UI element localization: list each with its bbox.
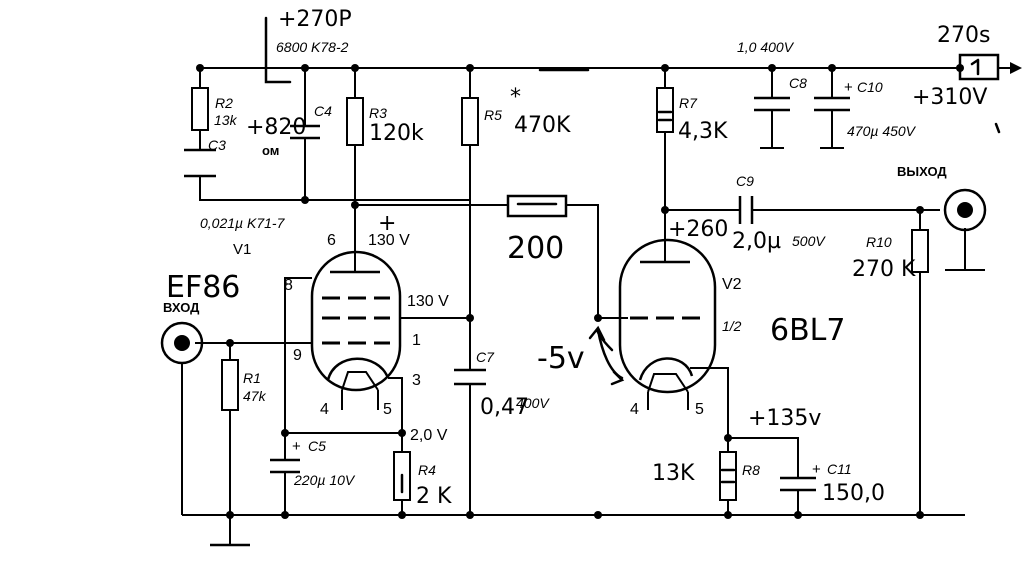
r8-ref: R8 bbox=[742, 462, 760, 478]
c7-hand-value: 0,47 bbox=[480, 395, 529, 420]
r2-ref: R2 bbox=[215, 95, 233, 111]
c10-plus: + bbox=[844, 79, 853, 96]
resistor-r10 bbox=[911, 229, 929, 273]
tube-v2 bbox=[598, 238, 717, 394]
c3-ref: C3 bbox=[208, 137, 226, 153]
r10-value: 270 K bbox=[852, 257, 916, 282]
input-jack[interactable] bbox=[160, 321, 204, 365]
v1-pin-4: 4 bbox=[320, 401, 329, 418]
series-resistor-value: 200 bbox=[507, 231, 564, 266]
v2-pin-5: 5 bbox=[695, 401, 704, 418]
v1-anode-plus-mark: + bbox=[378, 211, 396, 236]
junctions bbox=[196, 64, 924, 519]
r2-value: 13k bbox=[214, 112, 238, 128]
resistor-r2 bbox=[191, 87, 209, 131]
r1-ref: R1 bbox=[243, 370, 261, 386]
v1-ref: V1 bbox=[233, 241, 251, 258]
c10-value: 470µ 450V bbox=[847, 123, 917, 139]
c11-ref: C11 bbox=[827, 461, 852, 477]
r3-value: 120k bbox=[369, 121, 424, 146]
output-label: ВЫХОД bbox=[897, 164, 947, 179]
v1-anode-voltage: 130 V bbox=[368, 232, 410, 249]
v1-pin-5: 5 bbox=[383, 401, 392, 418]
v2-type: 6BL7 bbox=[770, 313, 845, 348]
capacitor-c11 bbox=[780, 476, 816, 492]
v1-pin-6: 6 bbox=[327, 232, 336, 249]
c8-value: 1,0 400V bbox=[737, 39, 795, 55]
v1-pin-9: 9 bbox=[293, 347, 302, 364]
c7-ref: C7 bbox=[476, 349, 495, 365]
resistor-r7 bbox=[656, 87, 674, 133]
c7-value: 400V bbox=[516, 395, 550, 411]
resistor-r8 bbox=[719, 451, 737, 501]
v2-grid-voltage: -5v bbox=[537, 341, 585, 376]
v1-screen-voltage: 130 V bbox=[407, 293, 449, 310]
c4-value: 6800 K78-2 bbox=[276, 39, 349, 55]
labels: V1 EF86 6 8 9 1 3 4 5 130 V + 130 V 2,0 … bbox=[163, 7, 990, 509]
r4-value: 2 K bbox=[416, 484, 452, 509]
v2-anode-voltage: +260 bbox=[668, 217, 728, 242]
supply-voltage: +310V bbox=[912, 85, 987, 110]
capacitor-c5 bbox=[270, 458, 300, 474]
fuse-label: 270s bbox=[937, 23, 990, 48]
r5-value: 470K bbox=[514, 113, 571, 138]
r7-value: 4,3K bbox=[678, 119, 728, 144]
resistor-r4 bbox=[393, 451, 411, 501]
c5-ref: C5 bbox=[308, 438, 326, 454]
capacitor-c9 bbox=[738, 196, 754, 224]
hand-annotations bbox=[264, 16, 1001, 386]
resistor-r3 bbox=[346, 97, 364, 146]
capacitor-c3 bbox=[184, 148, 216, 178]
v1-cathode-voltage: 2,0 V bbox=[410, 427, 448, 444]
capacitor-c8 bbox=[754, 96, 790, 112]
v1-pin-1: 1 bbox=[412, 332, 421, 349]
r3-ref: R3 bbox=[369, 105, 387, 121]
v2-pin-4: 4 bbox=[630, 401, 639, 418]
r5-mark: * bbox=[510, 85, 521, 110]
r1-value: 47k bbox=[243, 388, 267, 404]
capacitor-c10 bbox=[814, 96, 850, 112]
wiring bbox=[181, 67, 985, 546]
c5-plus: + bbox=[292, 438, 301, 455]
c8-ref: C8 bbox=[789, 75, 807, 91]
r5-ref: R5 bbox=[484, 107, 502, 123]
r7-ref: R7 bbox=[679, 95, 698, 111]
resistor-r1 bbox=[221, 359, 239, 411]
c11-value: 150,0 bbox=[822, 481, 885, 506]
c10-ref: C10 bbox=[857, 79, 883, 95]
r10-ref: R10 bbox=[866, 234, 892, 250]
resistor-r5 bbox=[461, 97, 479, 146]
c11-plus: + bbox=[812, 461, 821, 478]
r4-ref: R4 bbox=[418, 462, 436, 478]
c9-ref: C9 bbox=[736, 173, 754, 189]
r8-value: 13K bbox=[652, 461, 695, 486]
output-jack[interactable] bbox=[943, 188, 987, 232]
v2-cathode-voltage: +135v bbox=[748, 406, 821, 431]
c9-hand-value: 2,0µ bbox=[732, 229, 781, 254]
v1-pin-3: 3 bbox=[412, 372, 421, 389]
c4-note-side: +820 bbox=[246, 115, 306, 140]
input-label: ВХОД bbox=[163, 300, 200, 315]
capacitor-c7 bbox=[454, 368, 486, 386]
v1-type: EF86 bbox=[166, 270, 240, 305]
c5-value: 220µ 10V bbox=[293, 472, 356, 488]
c3-value: 0,021µ K71-7 bbox=[200, 215, 286, 231]
resistor-series-200 bbox=[506, 194, 568, 218]
capacitor-c4 bbox=[290, 124, 320, 140]
v1-pin-8: 8 bbox=[284, 277, 293, 294]
c4-note-top: +270P bbox=[278, 7, 352, 32]
tube-v1 bbox=[310, 250, 402, 392]
v2-section: 1/2 bbox=[722, 318, 742, 334]
fuse-terminal bbox=[956, 53, 1022, 81]
c9-value: 500V bbox=[792, 233, 826, 249]
v2-ref: V2 bbox=[722, 276, 742, 293]
c4-note-side2: ом bbox=[262, 143, 279, 158]
c4-ref: C4 bbox=[314, 103, 332, 119]
